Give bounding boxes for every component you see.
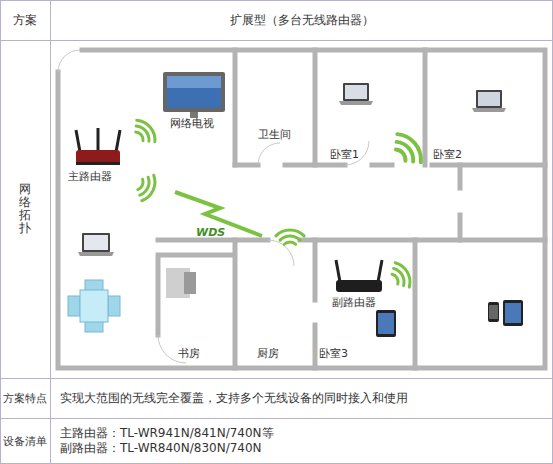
table-cell: 主路由器：TL-WR941N/841N/740N等副路由器：TL-WR840N/… bbox=[50, 418, 553, 464]
cell-text: 方案 bbox=[13, 13, 37, 28]
room-label: 卫生间 bbox=[258, 128, 291, 141]
cell-text: 副路由器：TL-WR840N/830N/740N bbox=[60, 441, 262, 456]
table-cell: 设备清单 bbox=[0, 418, 50, 464]
table-cell: 方案 bbox=[0, 0, 50, 40]
room-label: 卧室1 bbox=[330, 148, 359, 161]
room-label: 网络电视 bbox=[170, 117, 214, 130]
link-label: WDS bbox=[196, 226, 225, 239]
room-label: 副路由器 bbox=[332, 296, 376, 309]
room-label: 卧室2 bbox=[433, 148, 462, 161]
table-cell: 方案特点 bbox=[0, 378, 50, 418]
room-label: 厨房 bbox=[257, 347, 279, 360]
cell-text: 设备清单 bbox=[3, 434, 47, 449]
room-label: 卧室3 bbox=[319, 347, 348, 360]
cell-text: 主路由器：TL-WR941N/841N/740N等 bbox=[60, 426, 274, 441]
room-label: 书房 bbox=[178, 347, 200, 360]
table-cell: 扩展型（多台无线路由器） bbox=[50, 0, 553, 40]
cell-text: 扩展型（多台无线路由器） bbox=[230, 13, 374, 28]
cell-text: 方案特点 bbox=[3, 391, 47, 406]
table-cell: 实现大范围的无线完全覆盖，支持多个无线设备的同时接入和使用 bbox=[50, 378, 553, 418]
cell-text: 网络拓扑 bbox=[19, 183, 31, 236]
table-cell: 网络拓扑 bbox=[0, 40, 50, 378]
cell-text: 实现大范围的无线完全覆盖，支持多个无线设备的同时接入和使用 bbox=[60, 391, 408, 406]
room-label: 主路由器 bbox=[68, 170, 112, 183]
